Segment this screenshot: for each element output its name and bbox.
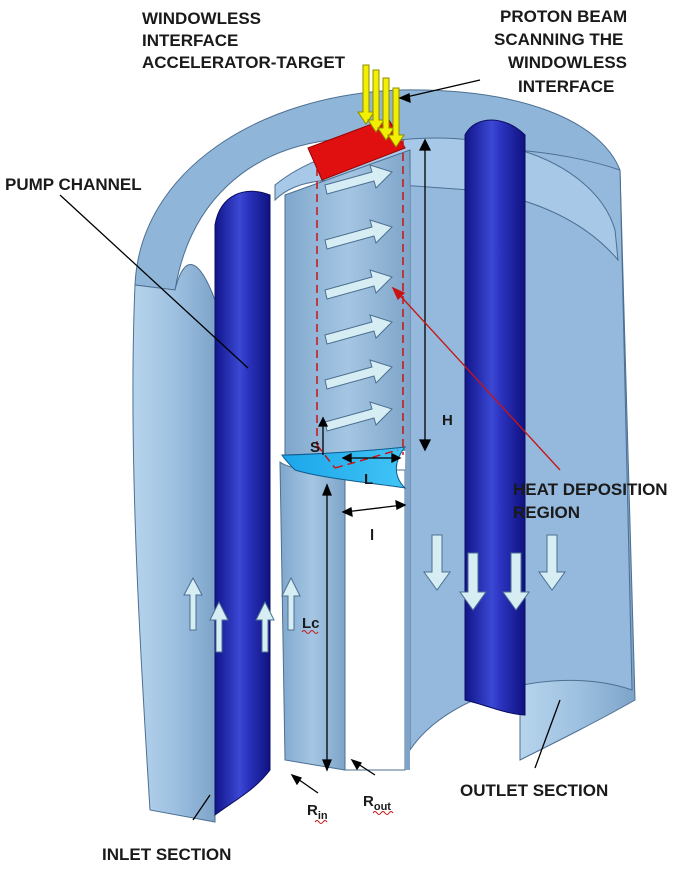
label-outlet-section: OUTLET SECTION [460, 781, 608, 800]
pump-channel-left [214, 190, 271, 816]
flow-arrows-upper [324, 164, 393, 432]
label-windowless-2: INTERFACE [142, 31, 238, 50]
label-proton-1: PROTON BEAM [500, 7, 627, 26]
spell-underline-lc [301, 630, 319, 634]
label-proton-2: SCANNING THE [494, 30, 623, 49]
label-R-out: Rout [363, 793, 391, 813]
heat-deposition-region [316, 140, 404, 469]
label-proton-4: INTERFACE [518, 77, 614, 96]
label-proton-3: WINDOWLESS [508, 53, 627, 72]
spell-underline-rout [372, 811, 394, 815]
proton-beam-arrows [357, 64, 405, 148]
label-heat-2: REGION [513, 503, 580, 522]
label-R-in-main: R [307, 802, 318, 819]
label-R-in-sub: in [318, 810, 328, 822]
spell-underline-rin [314, 820, 328, 824]
label-windowless-3: ACCELERATOR-TARGET [142, 53, 346, 72]
label-R-in: Rin [307, 802, 328, 822]
leader-lines [59, 79, 561, 821]
pump-channel-right [464, 119, 526, 716]
label-R-out-sub: out [374, 801, 391, 813]
label-heat-1: HEAT DEPOSITION [513, 480, 668, 499]
label-L: L [364, 471, 373, 488]
dimension-lines [290, 138, 432, 794]
label-H: H [442, 412, 453, 429]
label-Lc: Lc [302, 615, 320, 632]
outlet-flow-arrows [423, 534, 566, 611]
label-S: S [310, 439, 320, 456]
label-l: l [370, 527, 374, 544]
label-inlet-section: INLET SECTION [102, 845, 231, 864]
label-pump-channel: PUMP CHANNEL [5, 175, 142, 194]
label-R-out-main: R [363, 793, 374, 810]
label-windowless-1: WINDOWLESS [142, 9, 261, 28]
labels: WINDOWLESS INTERFACE ACCELERATOR-TARGET … [5, 7, 668, 864]
inlet-flow-arrows [183, 576, 301, 653]
